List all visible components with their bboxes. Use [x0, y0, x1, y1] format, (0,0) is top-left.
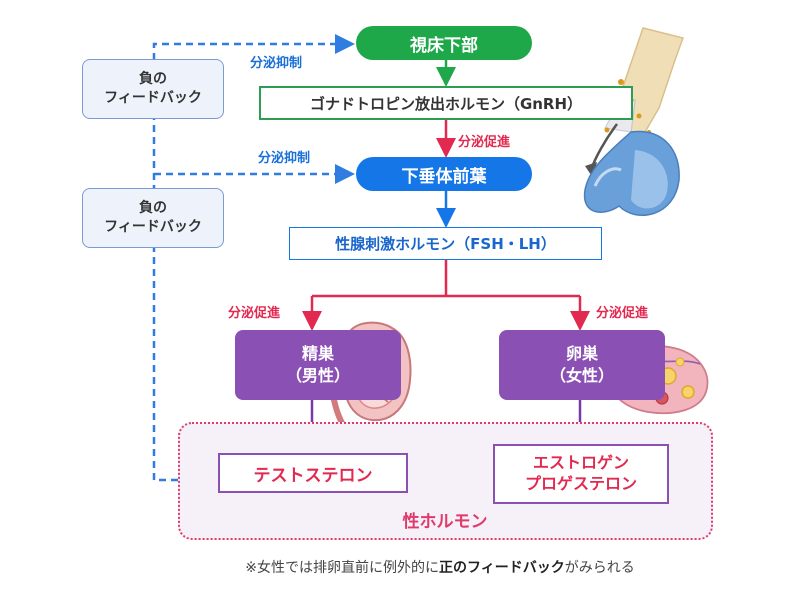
feedback-line-top: [152, 34, 355, 482]
feedback-line1: 負の: [139, 200, 167, 217]
anterior-pituitary-node: 下垂体前葉: [356, 157, 532, 191]
gnrh-node: ゴナドトロピン放出ホルモン（GnRH）: [259, 86, 633, 120]
testosterone-node: テストステロン: [218, 453, 408, 493]
testis-label: 精巣: [301, 344, 334, 364]
progesterone-label: プロゲステロン: [524, 474, 637, 493]
hypothalamus-node: 視床下部: [356, 26, 532, 60]
footnote-bold: 正のフィードバック: [439, 560, 565, 576]
negative-feedback-box-top: 負の フィードバック: [82, 59, 224, 119]
estrogen-label: エストロゲン: [532, 453, 629, 473]
testis-sublabel: （男性）: [285, 366, 350, 385]
feedback-line2: フィードバック: [104, 219, 202, 235]
sex-hormone-label: 性ホルモン: [402, 511, 488, 532]
feedback-line1: 負の: [139, 71, 167, 88]
inhibit-label-top: 分泌抑制: [250, 56, 303, 71]
promote-label-testis: 分泌促進: [228, 306, 281, 321]
footnote-prefix: ※女性では排卵直前に例外的に: [245, 560, 439, 576]
promote-label-pituitary: 分泌促進: [458, 135, 511, 150]
feedback-line2: フィードバック: [104, 90, 202, 106]
estrogen-progesterone-node: エストロゲン プロゲステロン: [493, 444, 669, 504]
arrow-fshlh-split: [312, 260, 580, 298]
gonadotropin-node: 性腺刺激ホルモン（FSH・LH）: [289, 227, 602, 260]
inhibit-label-mid: 分泌抑制: [258, 151, 311, 166]
footnote: ※女性では排卵直前に例外的に正のフィードバックがみられる: [160, 556, 720, 578]
promote-label-ovary: 分泌促進: [596, 306, 649, 321]
pituitary-illustration: [583, 27, 684, 216]
testis-node: 精巣 （男性）: [235, 330, 401, 400]
ovary-sublabel: （女性）: [549, 366, 614, 385]
ovary-label: 卵巣: [565, 344, 598, 364]
ovary-node: 卵巣 （女性）: [499, 330, 665, 400]
negative-feedback-box-mid: 負の フィードバック: [82, 188, 224, 248]
footnote-suffix: がみられる: [564, 560, 635, 576]
